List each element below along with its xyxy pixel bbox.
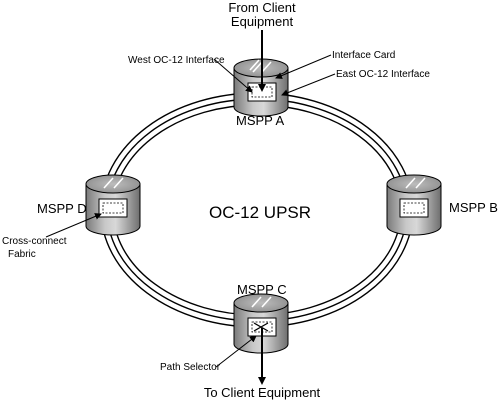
router-arrows-icon [251, 296, 272, 308]
to-client-label: To Client Equipment [204, 385, 321, 400]
west-interface-label: West OC-12 Interface [128, 55, 225, 66]
router-arrows-icon [405, 177, 426, 189]
node-a-label: MSPP A [236, 113, 285, 128]
cross-connect-fabric [102, 202, 124, 214]
router-arrows-icon [103, 177, 124, 189]
path-selector-switch-icon [253, 322, 269, 332]
from-client-label-line2: Equipment [231, 14, 294, 29]
ring-label: OC-12 UPSR [209, 203, 311, 222]
from-client-label-line1: From Client [228, 0, 296, 15]
cross-connect-fabric [251, 86, 273, 98]
west-interface-leader [213, 58, 253, 93]
cross-connect-fabric [403, 202, 425, 214]
node-mspp-d [85, 174, 141, 236]
cross-connect-label-line1: Cross-connect [2, 236, 67, 247]
interface-card-leader [275, 54, 332, 79]
cross-connect-label-line2: Fabric [8, 249, 36, 260]
cross-connect-leader [45, 213, 102, 238]
node-d-label: MSPP D [37, 201, 87, 216]
node-mspp-b [386, 174, 442, 236]
node-b-label: MSPP B [449, 200, 498, 215]
interface-card [98, 198, 128, 218]
node-mspp-a [233, 58, 289, 117]
node-c-label: MSPP C [237, 282, 287, 297]
east-interface-leader [281, 73, 336, 97]
router-arrows-icon [249, 59, 272, 73]
interface-card-label: Interface Card [332, 50, 395, 61]
path-selector-leader [215, 335, 257, 368]
interface-card [399, 198, 429, 218]
east-interface-label: East OC-12 Interface [336, 69, 430, 80]
path-selector-label: Path Selector [160, 362, 221, 373]
